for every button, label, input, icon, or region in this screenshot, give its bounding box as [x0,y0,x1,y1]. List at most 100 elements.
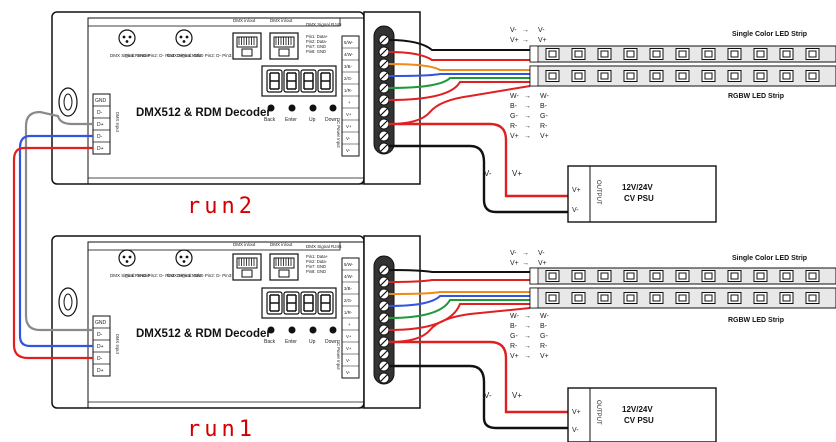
rgbw-led-strip [529,287,836,309]
terminal-vplus: V+ [346,112,352,117]
green-wire [388,299,530,319]
single-pin-from: V- [510,250,517,257]
rgbw-led-strip [529,65,836,87]
up-button-label: Up [309,339,316,345]
xlr-female-label: DMX Signal Female [110,273,151,278]
back-button[interactable] [267,326,275,334]
up-button[interactable] [309,104,317,112]
enter-button[interactable] [288,104,296,112]
dmx-input-label: DMX Input [115,112,120,133]
down-button[interactable] [329,326,337,334]
down-button-label: Down [325,339,338,345]
rj45-pin-1: Pin1: Data+ [306,34,329,39]
arrow-icon: → [524,343,531,350]
enter-button-label: Enter [285,117,297,123]
xlr-male-icon [175,29,193,47]
dmx-terminal-block: GND D- D+ D- D+ DMX Input [92,315,120,377]
rj45-pin-7: Pin7: GND [306,44,326,49]
rj45-port-icon [269,253,299,281]
terminal-4w: 4/W- [344,274,354,279]
black-wire [388,269,530,273]
rj45-pin-title: DMX Signal RJ45 [306,244,342,249]
up-button[interactable] [309,326,317,334]
rgbw-pin-to: G- [540,333,548,340]
output-terminal-labels: 5/W- 4/W- 3/B- 2/G- 1/R- + V+ V+ V- V- D… [336,35,360,157]
down-button-label: Down [325,117,338,123]
rj45-pin-title: DMX Signal RJ45 [306,22,342,27]
terminal-plus: + [348,322,351,327]
red-wire [388,51,530,61]
back-button-label: Back [264,339,276,345]
rgbw-pin-to: V+ [540,353,549,360]
arrow-icon: → [522,250,529,257]
dmx-terminal-dplus-2: D+ [97,146,104,152]
seven-segment-display [261,65,337,97]
black-wire [388,39,530,51]
dc-power-label: DC Power Input [336,340,341,370]
psu-top: V- V+ V+ V- OUTPUT 12V/24V CV PSU [484,165,717,223]
rgbw-pin-from: G- [510,113,518,120]
rgbw-pin-from: W- [510,93,519,100]
rj45-port-icon [269,32,299,60]
psu-subtitle: CV PSU [624,194,654,203]
dmx-terminal-dminus-2: D- [97,134,103,140]
rgbw-pin-to: R- [540,123,548,130]
blue-wire [18,134,93,348]
terminal-vplus: V+ [346,334,352,339]
psu-box [567,165,717,223]
down-button[interactable] [329,104,337,112]
rj45-port-icon [232,32,262,60]
dmx-chain-wires [12,110,93,360]
up-button-label: Up [309,117,316,123]
psu-title: 12V/24V [622,405,653,414]
rgbw-pin-to: W- [540,93,549,100]
output-wires-bottom [388,269,570,430]
arrow-icon: → [522,27,529,34]
rj45-pin-2: Pin2: Data- [306,39,328,44]
rgbw-pin-from: R- [510,123,518,130]
dmx-terminal-gnd: GND [95,320,107,326]
dmx-terminal-gnd: GND [95,98,107,104]
psu-output-label: OUTPUT [595,400,601,425]
back-button[interactable] [267,104,275,112]
arrow-icon: → [524,323,531,330]
rgbw-pin-to: B- [540,323,548,330]
decoder-title: DMX512 & RDM Decoder [136,107,271,119]
orange-wire [388,291,530,295]
terminal-vplus-2: V+ [346,124,352,129]
rgbw-pin-from: V+ [510,133,519,140]
red-wire [388,85,531,125]
dmx-terminal-dplus-2: D+ [97,368,104,374]
single-pin-from: V- [510,27,517,34]
red-wire [388,307,531,343]
single-pin-from: V+ [510,37,519,44]
green-wire [388,77,530,89]
back-button-label: Back [264,117,276,123]
led-strips-top: V- → V- V+ → V+ Single Color LED Strip R… [510,27,836,140]
rj45-out-label: DMX in/out [270,242,293,247]
psu-vminus-wire [389,144,570,214]
terminal-2g: 2/G- [344,76,353,81]
enter-button-label: Enter [285,339,297,345]
terminal-3b: 3/B- [344,64,352,69]
single-color-strip-label: Single Color LED Strip [732,255,807,262]
xlr-pins-label: Pin1: GND Pin2: D- Pin3: D+ [125,53,183,58]
psu-terminal-minus: V- [572,207,579,214]
psu-bottom: V- V+ V+ V- OUTPUT 12V/24V CV PSU [484,387,717,442]
rj45-pin-1: Pin1: Data+ [306,254,329,259]
terminal-5w: 5/W- [344,262,354,267]
screw-terminal-strip [373,255,395,385]
terminal-vminus-2: V- [346,370,351,375]
terminal-vminus: V- [346,358,351,363]
mounting-hole [58,287,78,317]
blue-wire [388,295,530,307]
dmx-terminal-dminus: D- [97,110,103,116]
enter-button[interactable] [288,326,296,334]
rj45-in-label: DMX in/out [233,242,256,247]
rj45-pin-8: Pin8: GND [306,269,326,274]
terminal-3b: 3/B- [344,286,352,291]
rgbw-pin-to: G- [540,113,548,120]
psu-wire-plus-label: V+ [512,169,522,178]
gray-wire [24,110,93,332]
single-color-led-strip [529,267,836,285]
